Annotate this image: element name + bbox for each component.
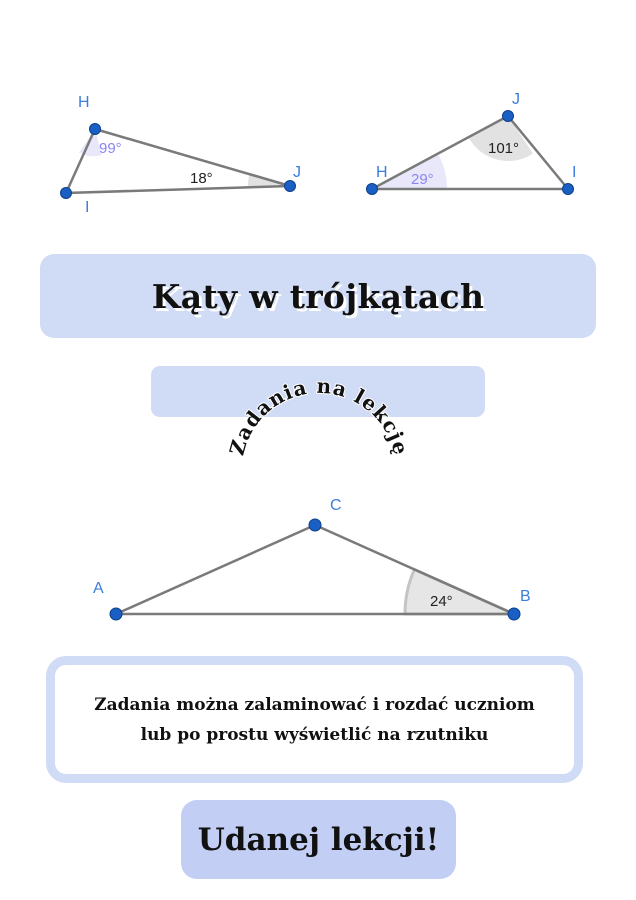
point-j[interactable]: [284, 180, 296, 192]
label-h2: H: [376, 164, 388, 181]
point-c[interactable]: [308, 518, 322, 532]
angle-value-j2: 101°: [488, 140, 519, 157]
label-b: B: [520, 588, 531, 605]
triangle-abc: A C B 24°: [93, 497, 531, 621]
segment-hi: [64, 128, 97, 194]
point-h2[interactable]: [366, 183, 378, 195]
point-i[interactable]: [60, 187, 72, 199]
label-a: A: [93, 580, 104, 597]
info-box: Zadania można zalaminować i rozdać uczni…: [46, 656, 583, 783]
triangle-hij-1: H I J 99° 18°: [60, 94, 301, 216]
point-j2[interactable]: [502, 110, 514, 122]
angle-value-j: 18°: [190, 170, 213, 187]
subtitle-banner: [151, 366, 485, 417]
closing-banner: Udanej lekcji!: [181, 800, 456, 879]
title-banner: Kąty w trójkątach: [40, 254, 596, 338]
segment-ij: [65, 184, 291, 195]
label-i2: I: [572, 164, 576, 181]
segment-hj2: [371, 114, 509, 191]
info-text: Zadania można zalaminować i rozdać uczni…: [94, 690, 535, 750]
label-i: I: [85, 199, 89, 216]
segment-ac: [115, 523, 316, 616]
triangle-hij-2: H J I 101° 29°: [366, 91, 576, 195]
angle-value-h2: 29°: [411, 171, 434, 188]
angle-value-h: 99°: [99, 140, 122, 157]
label-j2: J: [512, 91, 520, 108]
subtitle-text: Zadania na lekcję: [225, 374, 414, 458]
info-line-2: lub po prostu wyświetlić na rzutniku: [140, 724, 489, 745]
point-h[interactable]: [89, 123, 101, 135]
label-j: J: [293, 164, 301, 181]
label-h: H: [78, 94, 90, 111]
page-title: Kąty w trójkątach: [151, 276, 485, 316]
angle-value-b: 24°: [430, 593, 453, 610]
segment-hj: [94, 127, 291, 188]
segment-ji2: [507, 115, 569, 190]
point-i2[interactable]: [562, 183, 574, 195]
closing-text: Udanej lekcji!: [197, 821, 440, 858]
info-line-1: Zadania można zalaminować i rozdać uczni…: [94, 694, 535, 715]
point-a[interactable]: [109, 607, 123, 621]
label-c: C: [330, 497, 342, 514]
point-b[interactable]: [507, 607, 521, 621]
angle-arc-j2: [468, 116, 533, 161]
segment-cb: [314, 523, 515, 616]
